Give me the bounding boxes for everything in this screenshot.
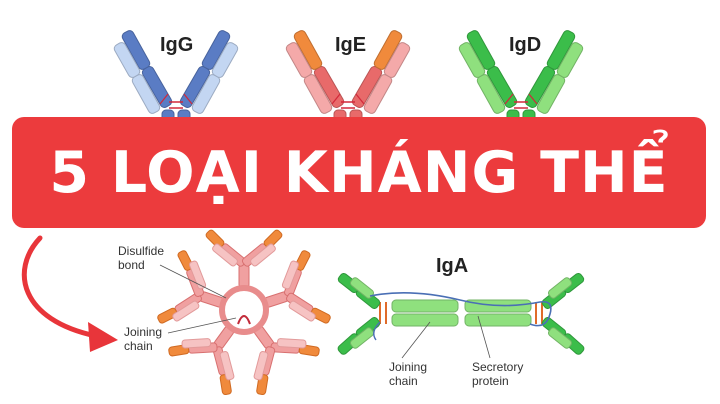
- iga-joining-chain-label: Joining chain: [389, 360, 428, 388]
- ige-label: IgE: [335, 34, 367, 56]
- igd-label: IgD: [509, 34, 542, 56]
- iga-dimer: [337, 272, 585, 359]
- curved-arrow: [21, 235, 118, 352]
- iga-label: IgA: [436, 255, 469, 277]
- igm-joining-chain-label: Joining chain: [124, 325, 163, 353]
- banner-title: 5 LOẠI KHÁNG THỂ: [49, 139, 669, 206]
- igm-pentamer: [157, 229, 331, 396]
- ige-antibody: [285, 30, 411, 131]
- iga-secretory-protein-label: Secretory protein: [472, 360, 524, 388]
- igg-label: IgG: [160, 34, 194, 56]
- igm-disulfide-bond-label: Disulfide bond: [118, 244, 165, 272]
- title-banner: 5 LOẠI KHÁNG THỂ: [12, 117, 706, 228]
